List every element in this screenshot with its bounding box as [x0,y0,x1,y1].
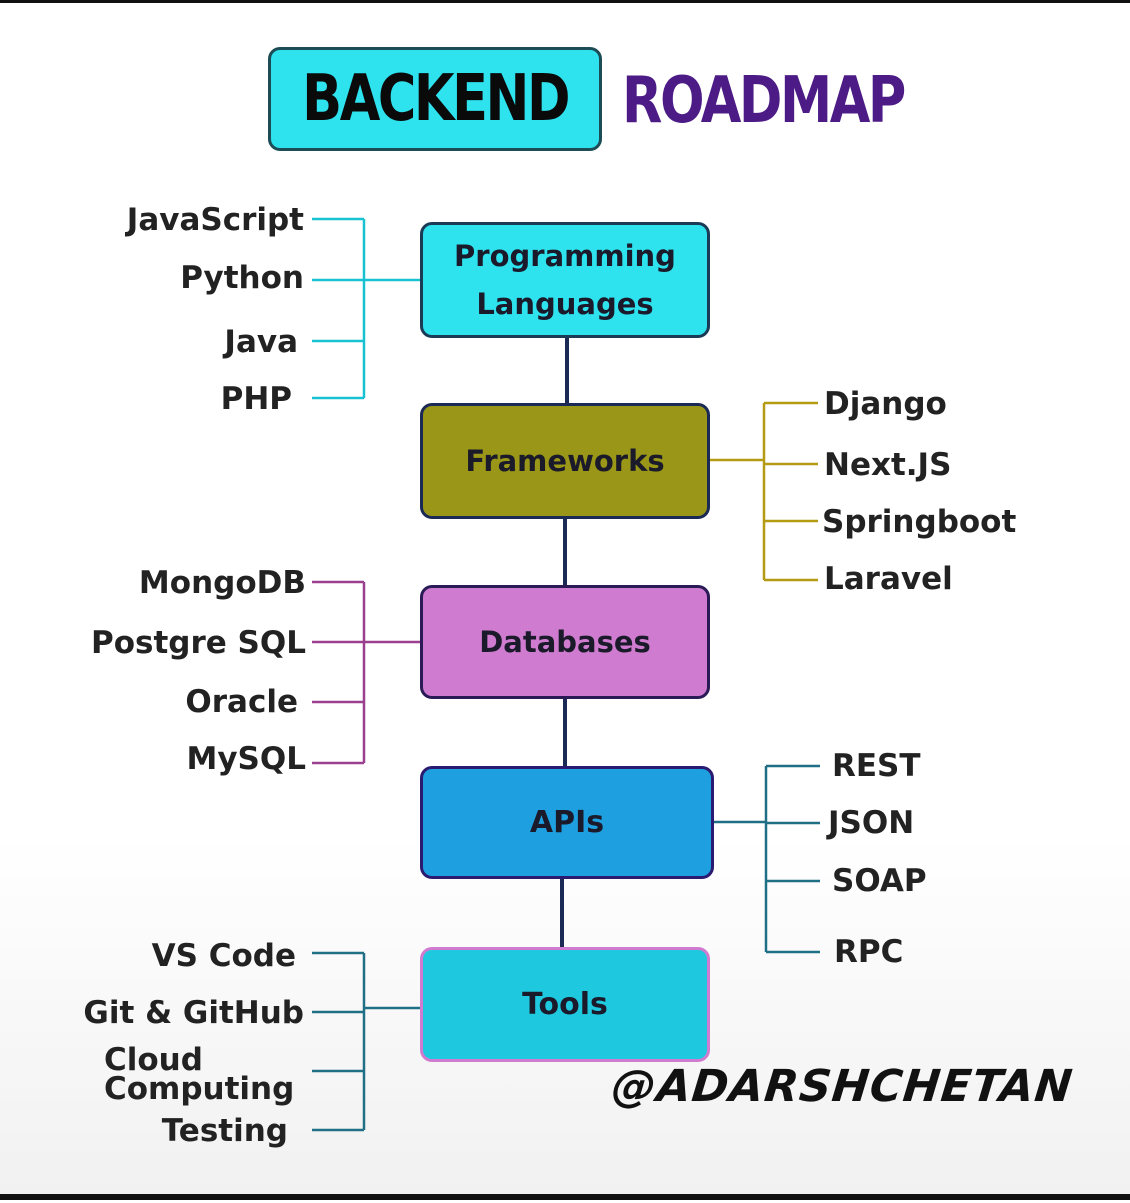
node-apis: APIs [420,766,714,879]
leaf-api: JSON [828,805,915,841]
languages-bracket [312,217,422,400]
leaf-language: JavaScript [126,202,304,238]
title-accent: ROADMAP [622,64,906,138]
leaf-framework: Next.JS [824,447,952,483]
node-frameworks-label: Frameworks [465,444,665,478]
leaf-database: Oracle [185,684,298,720]
node-databases-label: Databases [479,625,651,659]
connector-lines [312,217,820,1132]
leaf-language: Java [224,324,298,360]
leaf-language: Python [180,260,304,296]
node-databases: Databases [420,585,710,699]
leaf-framework: Laravel [824,561,953,597]
databases-bracket [312,580,422,765]
leaf-database: MySQL [186,741,307,777]
leaf-api: SOAP [832,863,927,899]
apis-bracket [712,764,820,954]
node-programming-languages: Programming Languages [420,222,710,338]
leaf-tool: VS Code [151,938,296,974]
node-programming-line2: Languages [476,287,654,321]
leaf-database: Postgre SQL [90,625,306,661]
node-frameworks: Frameworks [420,403,710,519]
leaf-api: REST [832,748,921,784]
node-programming-line1: Programming [454,239,676,273]
leaf-tool: Testing [161,1113,288,1149]
leaf-api: RPC [834,934,904,970]
leaf-tool: Computing [104,1071,295,1107]
leaf-database: MongoDB [138,565,306,601]
leaf-framework: Springboot [822,504,1017,540]
node-tools-label: Tools [522,986,608,1022]
node-apis-label: APIs [529,804,605,840]
title-main: BACKEND [302,62,570,136]
title-badge: BACKEND [268,47,602,151]
frameworks-bracket [708,401,818,582]
leaf-tool: Git & GitHub [83,995,304,1031]
node-tools: Tools [420,947,710,1062]
tools-bracket [312,951,422,1132]
author-watermark: @ADARSHCHETAN [609,1061,1076,1112]
leaf-framework: Django [824,386,947,422]
leaf-tool: Cloud [104,1042,203,1078]
leaf-language: PHP [220,381,292,417]
